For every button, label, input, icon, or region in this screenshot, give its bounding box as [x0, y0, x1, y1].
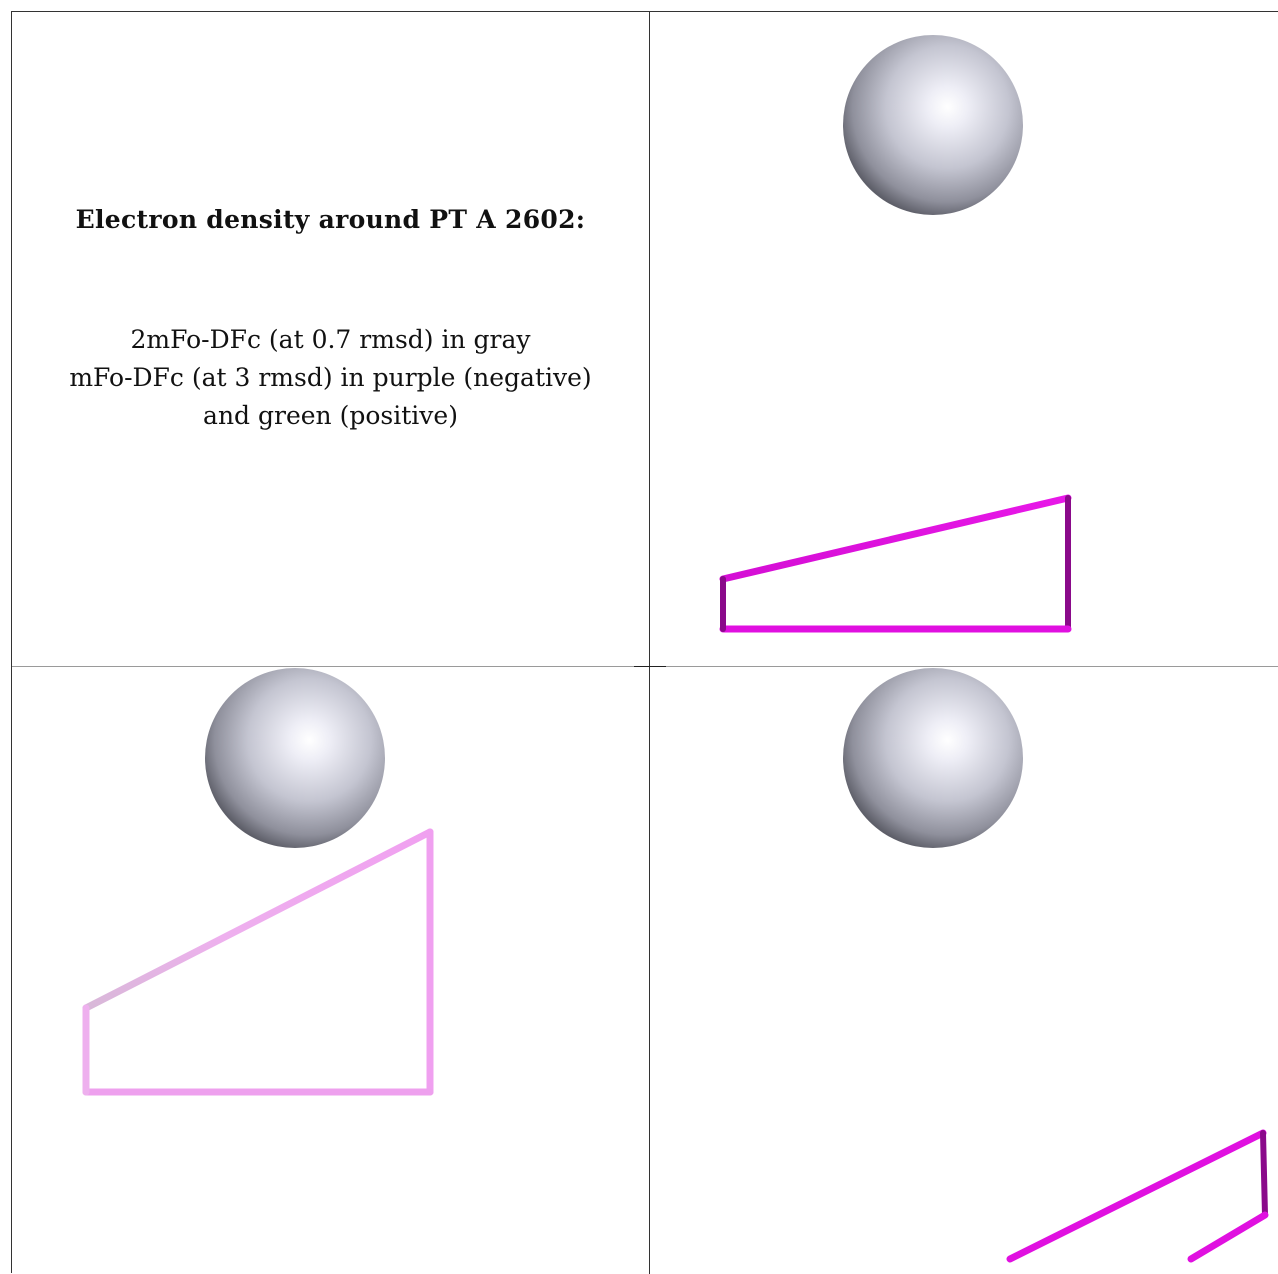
figure-grid: Electron density around PT A 2602: 2mFo-… — [11, 11, 1278, 1274]
caption-panel: Electron density around PT A 2602: 2mFo-… — [12, 12, 649, 666]
density-mesh-purple — [1006, 1129, 1269, 1263]
caption-line-2fofc: 2mFo-DFc (at 0.7 rmsd) in gray — [130, 325, 531, 354]
density-mesh-purple — [719, 494, 1072, 633]
divider-tick — [634, 666, 666, 667]
density-sphere-gray — [843, 35, 1023, 215]
caption-title: Electron density around PT A 2602: — [75, 205, 586, 234]
density-sphere-gray — [843, 668, 1023, 848]
view-panel-bottom-right — [650, 667, 1278, 1274]
view-panel-top-right — [650, 12, 1278, 666]
caption-line-fofc: mFo-DFc (at 3 rmsd) in purple (negative) — [69, 363, 592, 392]
view-top-right-graphic — [719, 35, 1072, 633]
view-bottom-left-graphic — [82, 668, 434, 1096]
caption-description: 2mFo-DFc (at 0.7 rmsd) in gray mFo-DFc (… — [12, 321, 649, 435]
vertical-divider — [649, 12, 650, 1274]
view-bottom-right-graphic — [843, 668, 1269, 1263]
caption-line-positive: and green (positive) — [203, 401, 458, 430]
density-sphere-gray — [205, 668, 385, 848]
density-mesh-purple-faded — [82, 828, 434, 1096]
view-panel-bottom-left — [12, 667, 649, 1274]
